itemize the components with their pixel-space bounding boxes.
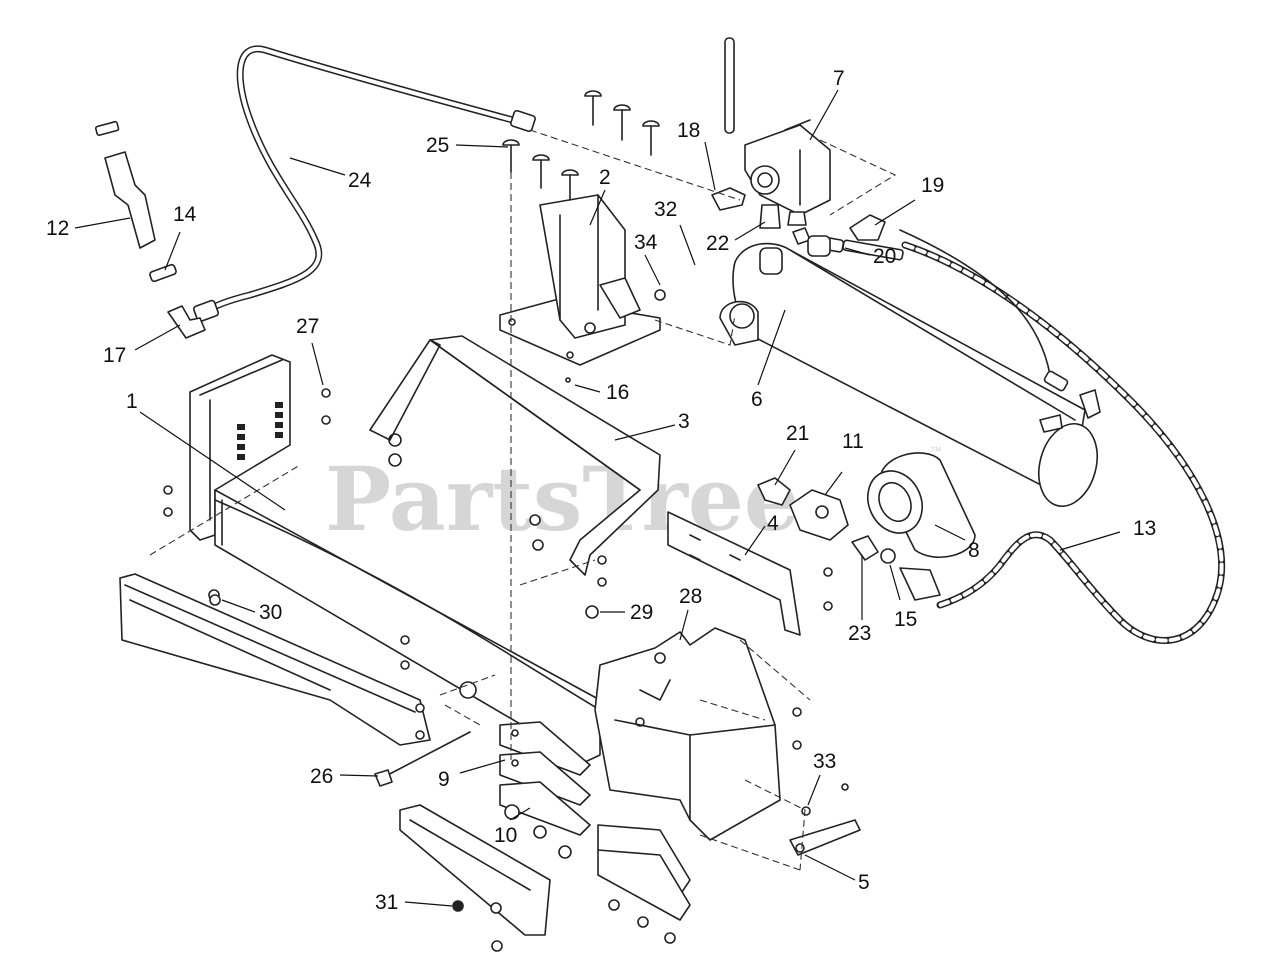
callout-10[interactable]: 10 — [494, 824, 517, 847]
callout-30[interactable]: 30 — [259, 601, 282, 624]
part-22-adapter-fitting[interactable] — [759, 204, 811, 245]
callout-14[interactable]: 14 — [173, 203, 197, 226]
callout-21[interactable]: 21 — [786, 422, 809, 445]
callout-3[interactable]: 3 — [678, 410, 690, 433]
callout-12[interactable]: 12 — [46, 217, 69, 240]
callout-19[interactable]: 19 — [921, 174, 944, 197]
callout-31[interactable]: 31 — [375, 891, 398, 914]
callout-29[interactable]: 29 — [630, 601, 653, 624]
part-18-valve-fitting[interactable] — [711, 187, 746, 211]
hardware-bolts[interactable] — [163, 289, 849, 816]
callout-18[interactable]: 18 — [677, 119, 700, 142]
callout-5[interactable]: 5 — [858, 871, 870, 894]
part-11-filter-head[interactable] — [789, 489, 849, 541]
part-31-nuts[interactable] — [452, 899, 676, 952]
part-6-hydraulic-cylinder[interactable] — [719, 235, 1106, 513]
watermark-text: PartsTree — [325, 447, 800, 551]
callout-15[interactable]: 15 — [894, 608, 917, 631]
callout-27[interactable]: 27 — [296, 315, 319, 338]
callout-23[interactable]: 23 — [848, 622, 871, 645]
callout-17[interactable]: 17 — [103, 344, 126, 367]
callout-26[interactable]: 26 — [310, 765, 333, 788]
part-8-filter[interactable] — [858, 452, 976, 558]
leader-lines — [74, 89, 1121, 907]
part-3-beam-cover[interactable] — [369, 335, 661, 576]
callout-7[interactable]: 7 — [833, 67, 845, 90]
part-28-base-bracket[interactable] — [594, 627, 781, 841]
callout-28[interactable]: 28 — [679, 585, 702, 608]
callout-8[interactable]: 8 — [968, 539, 980, 562]
part-17-elbow-fitting[interactable] — [167, 305, 206, 339]
callout-4[interactable]: 4 — [767, 512, 779, 535]
alignment-lines — [149, 129, 897, 871]
callout-16[interactable]: 16 — [606, 381, 629, 404]
part-14-hose-fitting[interactable] — [149, 263, 177, 283]
callout-1[interactable]: 1 — [126, 390, 138, 413]
part-21-fitting[interactable] — [757, 477, 791, 506]
callout-22[interactable]: 22 — [706, 232, 729, 255]
part-15-hose-clamp[interactable] — [880, 548, 941, 601]
callout-24[interactable]: 24 — [348, 169, 372, 192]
part-10-nut[interactable] — [504, 804, 572, 859]
part-7-control-valve[interactable] — [724, 37, 831, 216]
callout-9[interactable]: 9 — [438, 768, 450, 791]
part-2-wedge-assembly[interactable] — [499, 194, 661, 366]
part-9-wear-plates[interactable] — [499, 721, 591, 836]
part-24-return-hose[interactable] — [192, 45, 536, 323]
callout-32[interactable]: 32 — [654, 198, 677, 221]
callout-13[interactable]: 13 — [1133, 517, 1156, 540]
callout-25[interactable]: 25 — [426, 134, 449, 157]
part-19-elbow-fitting[interactable] — [849, 214, 886, 241]
part-12-hose-section[interactable] — [94, 120, 156, 249]
part-13-hose-guard[interactable] — [899, 229, 1226, 644]
part-23-fitting[interactable] — [851, 535, 879, 561]
callout-34[interactable]: 34 — [634, 231, 658, 254]
callout-11[interactable]: 11 — [842, 430, 864, 453]
part-30-frame-rail[interactable] — [119, 573, 431, 746]
callout-2[interactable]: 2 — [599, 166, 611, 189]
callout-20[interactable]: 20 — [873, 245, 896, 268]
watermark-trademark: ™ — [930, 444, 942, 458]
slide-plates[interactable] — [399, 804, 691, 936]
callout-33[interactable]: 33 — [813, 750, 836, 773]
part-5-hitch-bracket[interactable] — [789, 819, 861, 856]
part-25-carriage-bolts[interactable] — [502, 90, 660, 201]
part-1-main-beam[interactable] — [189, 354, 601, 763]
part-26-long-bolt[interactable] — [374, 731, 471, 787]
callout-labels: 1 2 3 4 5 6 7 8 9 10 11 12 13 14 15 16 1… — [46, 67, 1156, 914]
callout-6[interactable]: 6 — [751, 388, 763, 411]
part-4-mounting-plate[interactable] — [667, 511, 833, 636]
